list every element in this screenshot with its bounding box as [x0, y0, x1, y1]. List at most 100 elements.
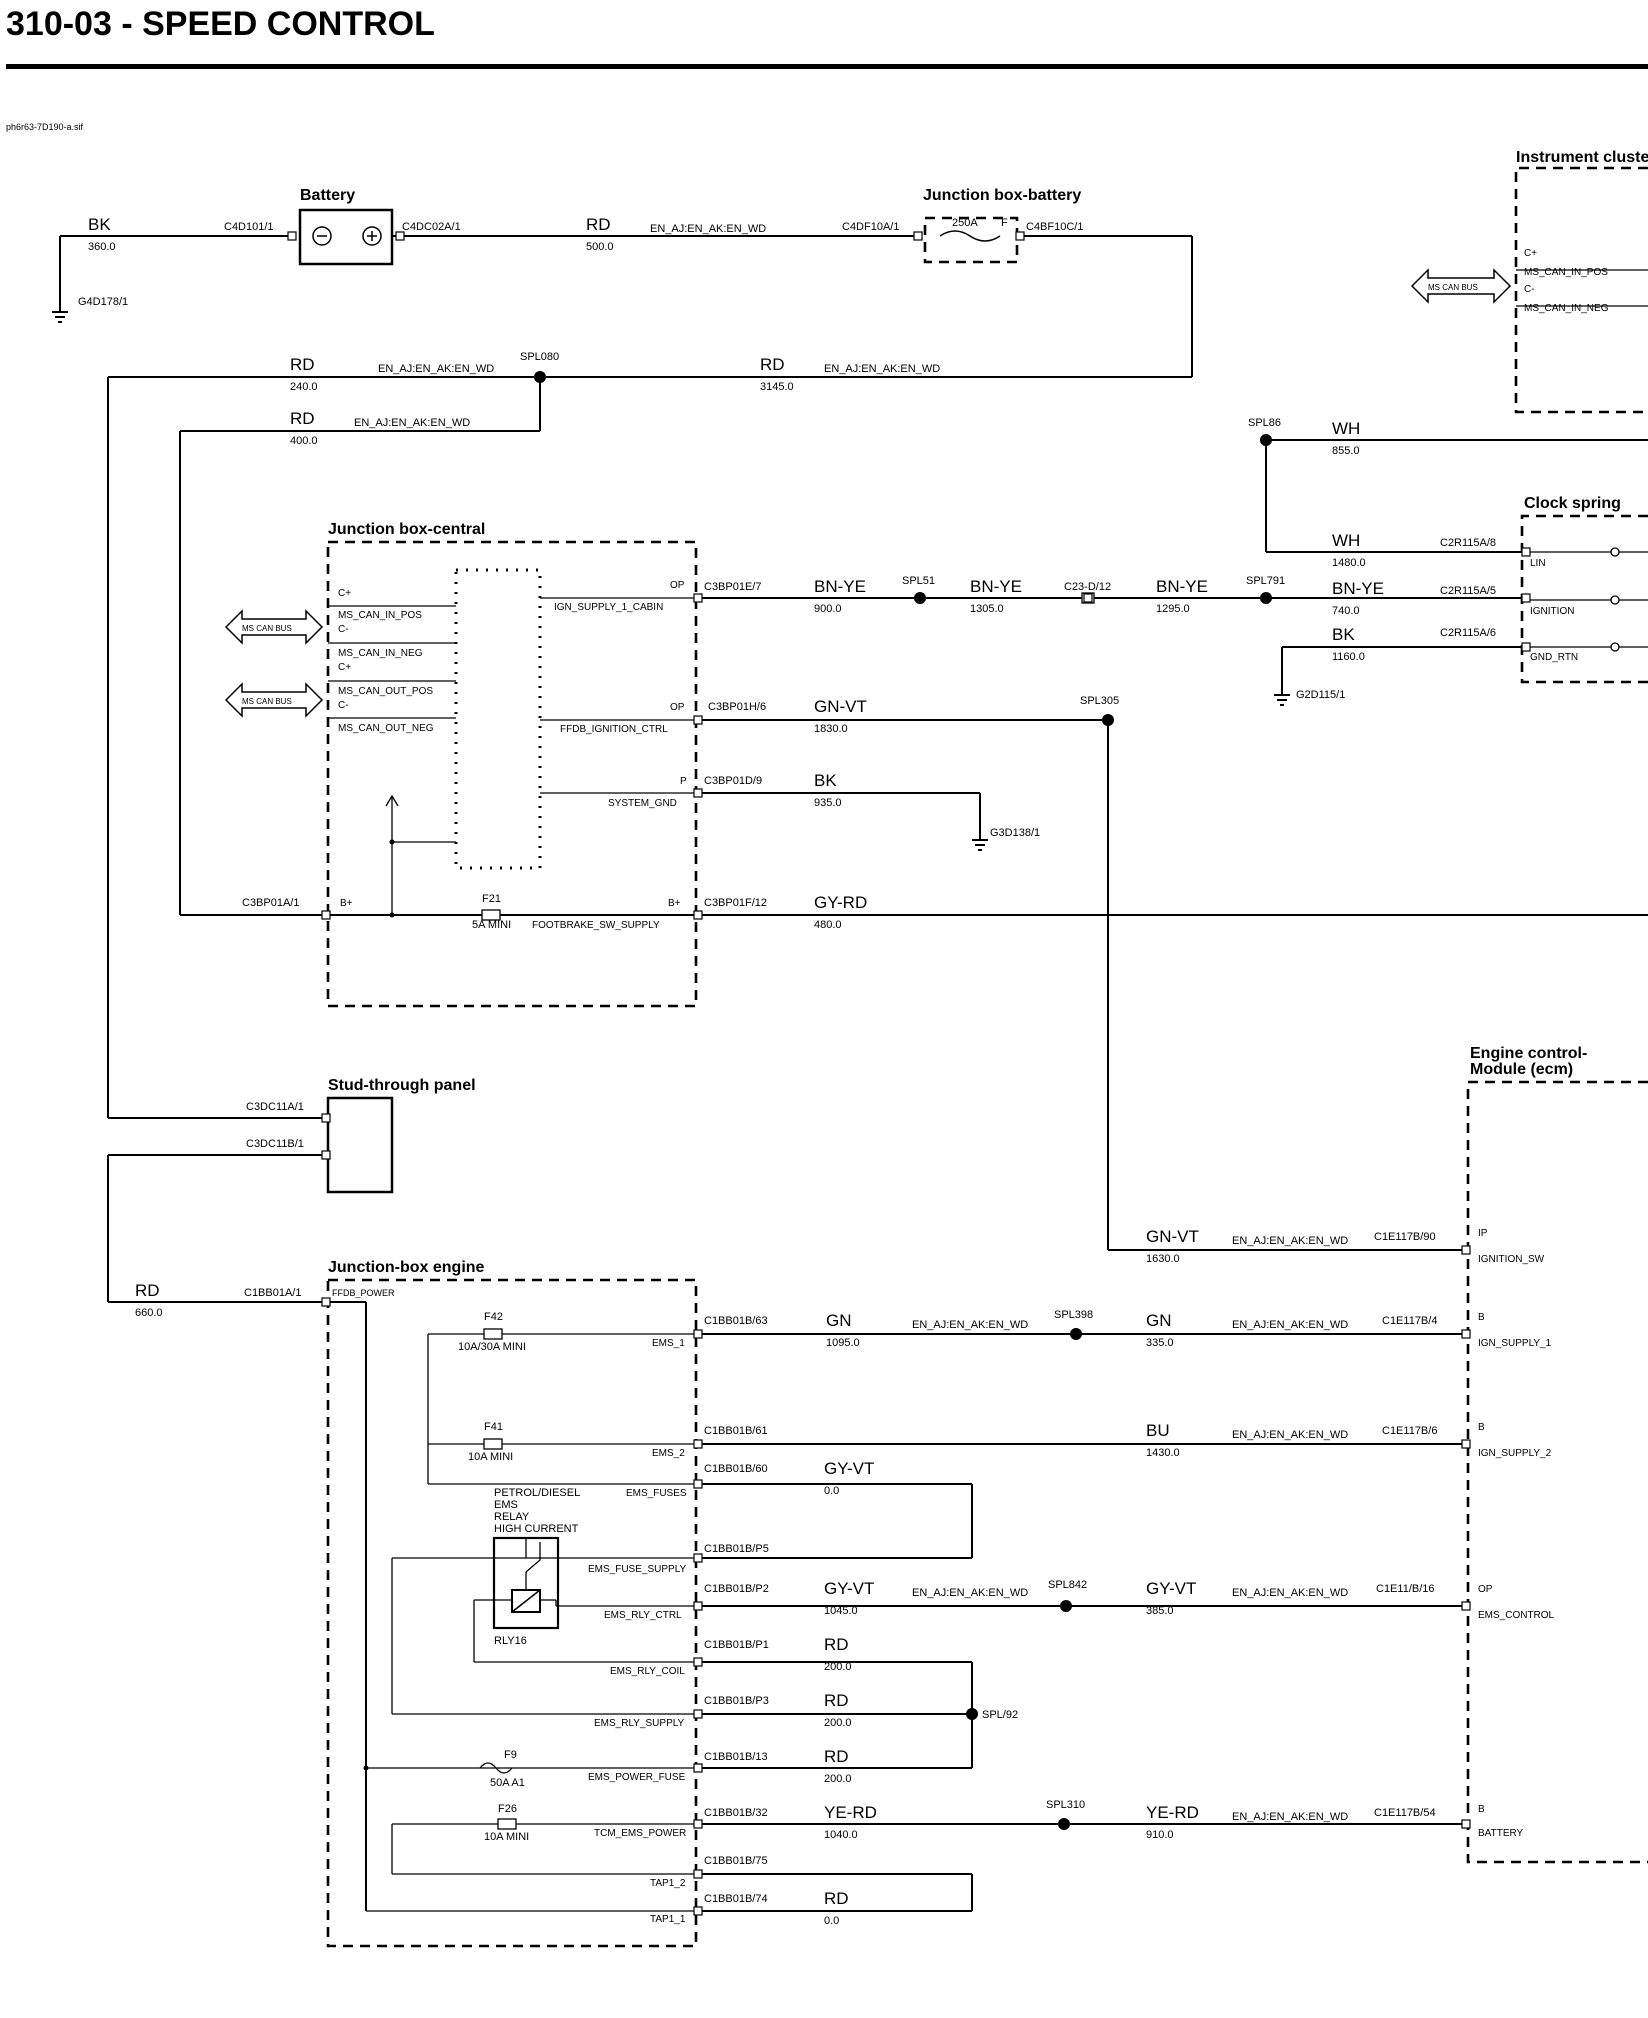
splice-spl310 [1058, 1818, 1070, 1830]
jbe-tap1-2: TAP1_2 [650, 1878, 686, 1889]
variant-1: EN_AJ:EN_AK:EN_WD [650, 223, 766, 235]
fuse-f26 [497, 1818, 517, 1830]
fuse-f42 [483, 1328, 503, 1340]
variant-7: EN_AJ:EN_AK:EN_WD [1232, 1235, 1348, 1247]
len-1630: 1630.0 [1146, 1253, 1180, 1265]
ecm-op: OP [1478, 1584, 1493, 1595]
jb-engine-label: Junction-box engine [328, 1259, 485, 1276]
len-1040: 1040.0 [824, 1829, 858, 1841]
fuse-f9 [479, 1762, 513, 1774]
fuse-f41 [483, 1438, 503, 1450]
terminal-pin [693, 788, 703, 798]
wire-rd-0: RD [824, 1889, 849, 1908]
wire-bk-1: BK [88, 215, 111, 234]
conn-c1e117b54: C1E117B/54 [1374, 1807, 1436, 1819]
fuse-f26-label: F26 [498, 1803, 517, 1815]
variant-3: EN_AJ:EN_AK:EN_WD [824, 363, 940, 375]
conn-c3bp01f: C3BP01F/12 [704, 897, 767, 909]
terminal-pin [1461, 1601, 1471, 1611]
jb-central-label: Junction box-central [328, 521, 485, 538]
ecm-label-1: Engine control- [1470, 1045, 1587, 1062]
splice-spl080-label: SPL080 [520, 351, 559, 363]
len-240: 240.0 [290, 381, 318, 393]
conn-c1e117b6: C1E117B/6 [1382, 1425, 1437, 1437]
terminal-pin [1521, 593, 1531, 603]
wire-rd-660: RD [135, 1281, 160, 1300]
wire-rd-200-b: RD [824, 1691, 849, 1710]
splice-spl398-label: SPL398 [1054, 1309, 1093, 1321]
jbe-ems-1: EMS_1 [652, 1338, 685, 1349]
instrument-cluster [1410, 166, 1648, 414]
wire-bn-ye-1305: BN-YE [970, 577, 1022, 596]
page-title: 310-03 - SPEED CONTROL [6, 5, 435, 43]
wire-gn-vt-1830: GN-VT [814, 697, 867, 716]
variant-4: EN_AJ:EN_AK:EN_WD [354, 417, 470, 429]
jbc-c-pos-2: C+ [338, 662, 351, 673]
len-385: 385.0 [1146, 1605, 1174, 1617]
junction-box-engine [326, 1278, 698, 1948]
len-3145: 3145.0 [760, 381, 794, 393]
conn-c3bp01h: C3BP01H/6 [708, 701, 766, 713]
jbc-ffdb-ignition-ctrl: FFDB_IGNITION_CTRL [560, 724, 668, 735]
conn-c4bf10c: C4BF10C/1 [1026, 221, 1083, 233]
ecm-b-1: B [1478, 1312, 1485, 1323]
conn-c1bb01b75: C1BB01B/75 [704, 1855, 768, 1867]
splice-spl86-label: SPL86 [1248, 417, 1281, 429]
stud-through-panel [107, 1096, 394, 1303]
ic-c-pos: C+ [1524, 248, 1537, 259]
jbe-ems-fuse-supply: EMS_FUSE_SUPPLY [588, 1564, 687, 1575]
len-1295: 1295.0 [1156, 603, 1190, 615]
variant-8: EN_AJ:EN_AK:EN_WD [1232, 1429, 1348, 1441]
fuse-f21 [481, 909, 501, 921]
wire-rd-500: RD [586, 215, 611, 234]
len-480: 480.0 [814, 919, 842, 931]
terminal-pin [693, 1763, 703, 1773]
terminal-pin [321, 1297, 331, 1307]
relay-desc-2: EMS [494, 1499, 518, 1511]
terminal-pin [693, 1553, 703, 1563]
len-1480: 1480.0 [1332, 557, 1366, 569]
terminal-pin [693, 910, 703, 920]
splice-spl842-label: SPL842 [1048, 1579, 1087, 1591]
ground-symbol [52, 311, 68, 323]
cs-lin: LIN [1530, 558, 1546, 569]
conn-c3bp01a: C3BP01A/1 [242, 897, 299, 909]
wire-bk-935: BK [814, 771, 837, 790]
splice-spl305-label: SPL305 [1080, 695, 1119, 707]
conn-c1e117b4: C1E117B/4 [1382, 1315, 1437, 1327]
ecm-label-2: Module (ecm) [1470, 1061, 1573, 1078]
jbe-ffdb-power: FFDB_POWER [332, 1288, 395, 1298]
splice-spl791 [1260, 592, 1272, 604]
terminal-pin [693, 1657, 703, 1667]
terminal-pin [1015, 231, 1025, 241]
battery-label: Battery [300, 187, 355, 204]
terminal-pin [693, 1329, 703, 1339]
fuse-f41-label: F41 [484, 1421, 503, 1433]
fuse-f9-label: F9 [504, 1749, 517, 1761]
len-1830: 1830.0 [814, 723, 848, 735]
variant-6: EN_AJ:EN_AK:EN_WD [1232, 1319, 1348, 1331]
relay-name: RLY16 [494, 1635, 527, 1647]
terminal-pin [1461, 1329, 1471, 1339]
ecm-ems-control: EMS_CONTROL [1478, 1610, 1555, 1621]
terminal-pin [1461, 1245, 1471, 1255]
conn-g3d138: G3D138/1 [990, 827, 1040, 839]
len-0-b: 0.0 [824, 1915, 839, 1927]
fuse-f9-rating: 50A A1 [490, 1777, 525, 1789]
variant-9: EN_AJ:EN_AK:EN_WD [912, 1587, 1028, 1599]
battery-circuit [52, 208, 1193, 1118]
conn-c1bb01b63: C1BB01B/63 [704, 1315, 768, 1327]
conn-c2r115a8: C2R115A/8 [1440, 537, 1496, 549]
terminal-pin [693, 1439, 703, 1449]
jbc-footbrake-sw-supply: FOOTBRAKE_SW_SUPPLY [532, 920, 660, 931]
splice-spl842 [1060, 1600, 1072, 1612]
ecm-ign-supply-2: IGN_SUPPLY_2 [1478, 1448, 1552, 1459]
len-500: 500.0 [586, 241, 614, 253]
conn-c4d101: C4D101/1 [224, 221, 274, 233]
wire-gy-rd-480: GY-RD [814, 893, 867, 912]
wire-ye-rd-1040: YE-RD [824, 1803, 877, 1822]
ecm-ip: IP [1478, 1228, 1488, 1239]
conn-c1bb01b60: C1BB01B/60 [704, 1463, 768, 1475]
conn-c3dc11b: C3DC11B/1 [246, 1138, 304, 1150]
